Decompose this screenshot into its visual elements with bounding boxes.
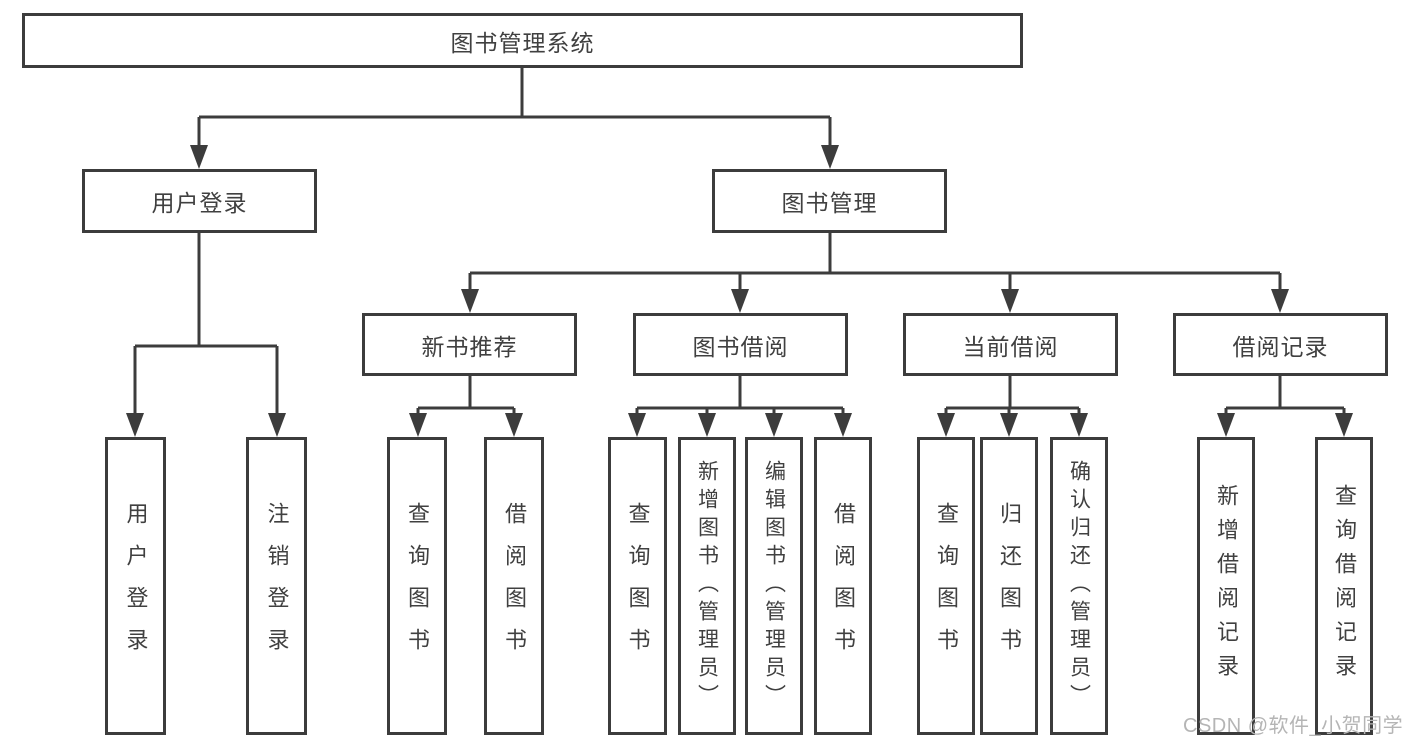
node-user-login: 用户登录 (82, 169, 317, 233)
node-leaf-confirm-return-admin: 确认归还（管理员） (1050, 437, 1108, 735)
arrow-down-icon (834, 413, 852, 437)
node-label: 当前借阅 (962, 333, 1059, 360)
arrow-down-icon (461, 289, 479, 313)
arrow-down-icon (1335, 413, 1353, 437)
node-leaf-add-book-admin: 新增图书（管理员） (678, 437, 736, 735)
node-label: 查询图书 (625, 502, 651, 670)
arrow-down-icon (765, 413, 783, 437)
node-leaf-user-login: 用户登录 (105, 437, 166, 735)
edge-current-to-leaves (944, 376, 1081, 416)
node-leaf-borrow-books-recommend: 借阅图书 (484, 437, 544, 735)
node-label: 查询图书 (934, 502, 959, 670)
node-leaf-query-borrow-record: 查询借阅记录 (1315, 437, 1373, 735)
node-label: 查询借阅记录 (1332, 484, 1357, 688)
arrow-down-icon (1070, 413, 1088, 437)
node-label: 新增图书（管理员） (695, 460, 719, 712)
node-label: 借阅记录 (1232, 333, 1329, 360)
arrow-down-icons (126, 145, 1353, 437)
arrow-down-icon (1217, 413, 1235, 437)
node-leaf-return-book: 归还图书 (980, 437, 1038, 735)
arrow-down-icon (937, 413, 955, 437)
edge-records-to-leaves (1224, 376, 1346, 416)
node-leaf-query-books-current: 查询图书 (917, 437, 975, 735)
node-book-management: 图书管理 (712, 169, 947, 233)
arrow-down-icon (1000, 413, 1018, 437)
arrow-down-icon (628, 413, 646, 437)
node-leaf-query-books-borrow: 查询图书 (608, 437, 667, 735)
node-label: 查询图书 (405, 502, 430, 670)
csdn-watermark: CSDN @软件_小贺同学 (1183, 715, 1404, 737)
node-new-book-recommend: 新书推荐 (362, 313, 577, 376)
node-label: 编辑图书（管理员） (762, 460, 786, 712)
edge-userlogin-to-leaves (133, 233, 279, 416)
node-leaf-edit-book-admin: 编辑图书（管理员） (745, 437, 803, 735)
node-label: 用户登录 (151, 190, 248, 216)
arrow-down-icon (1001, 289, 1019, 313)
node-book-borrow: 图书借阅 (633, 313, 848, 376)
node-leaf-borrow-book: 借阅图书 (814, 437, 872, 735)
arrow-down-icon (190, 145, 208, 169)
arrow-down-icon (268, 413, 286, 437)
node-current-borrow: 当前借阅 (903, 313, 1118, 376)
arrow-down-icon (821, 145, 839, 169)
edge-root-to-level2 (197, 68, 832, 147)
arrow-down-icon (409, 413, 427, 437)
node-label: 图书管理系统 (450, 29, 595, 56)
node-label: 用户登录 (123, 502, 149, 670)
node-label: 图书借阅 (692, 333, 789, 360)
node-label: 确认归还（管理员） (1067, 460, 1091, 712)
node-label: 归还图书 (997, 502, 1022, 670)
node-label: 借阅图书 (831, 502, 856, 670)
node-leaf-logout: 注销登录 (246, 437, 307, 735)
arrow-down-icon (731, 289, 749, 313)
node-leaf-add-borrow-record: 新增借阅记录 (1197, 437, 1255, 735)
node-library-system: 图书管理系统 (22, 13, 1023, 68)
node-label: 借阅图书 (502, 502, 527, 670)
node-label: 新书推荐 (421, 333, 518, 360)
node-borrow-records: 借阅记录 (1173, 313, 1388, 376)
arrow-down-icon (698, 413, 716, 437)
arrow-down-icon (126, 413, 144, 437)
node-leaf-query-books-recommend: 查询图书 (387, 437, 447, 735)
edge-bookmgmt-to-level3 (468, 233, 1282, 291)
node-label: 图书管理 (781, 190, 878, 216)
node-label: 新增借阅记录 (1214, 484, 1239, 688)
edge-newbooks-to-leaves (416, 376, 516, 416)
node-label: 注销登录 (264, 502, 290, 670)
arrow-down-icon (505, 413, 523, 437)
arrow-down-icon (1271, 289, 1289, 313)
edge-borrow-to-leaves (635, 376, 845, 416)
